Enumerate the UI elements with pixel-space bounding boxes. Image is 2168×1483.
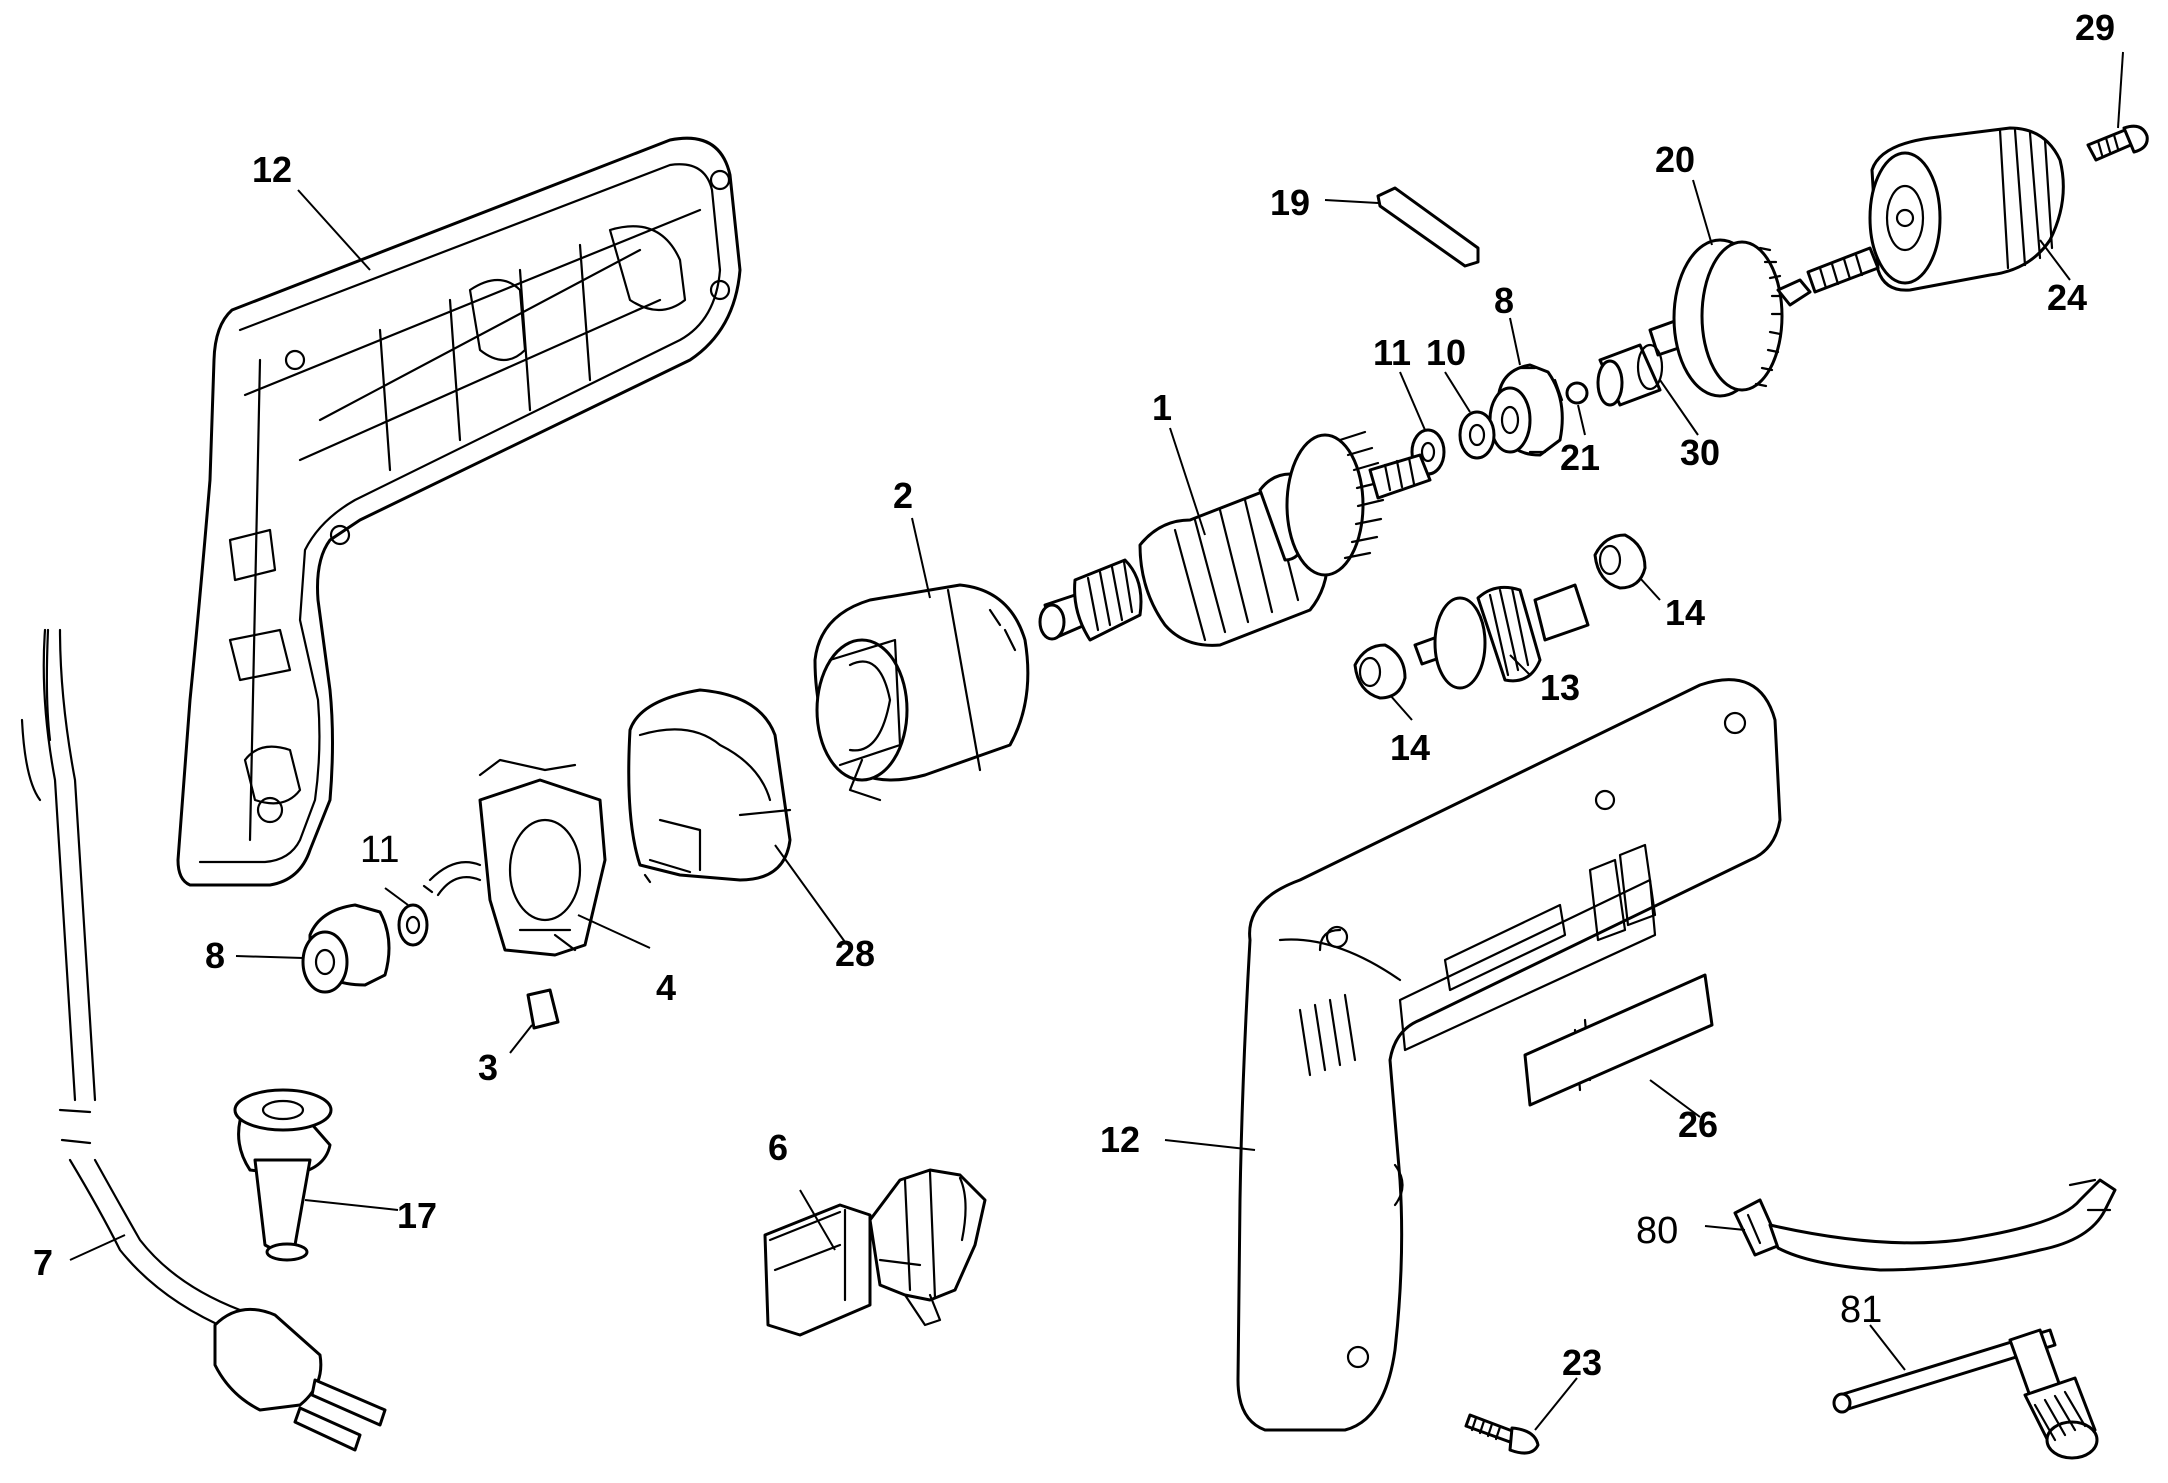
callout-labels: 29 12 19 20 24 8 11 10 1 21 30 2 14 13 1…: [33, 7, 2115, 1383]
bearing-top-part: [1488, 363, 1564, 457]
callout-81: 81: [1840, 1289, 1882, 1331]
carbon-brush-part: [526, 988, 560, 1030]
callout-28: 28: [835, 933, 875, 974]
callout-8-left: 8: [205, 935, 225, 976]
callout-1: 1: [1152, 387, 1172, 428]
callout-6: 6: [768, 1127, 788, 1168]
callout-26: 26: [1678, 1104, 1718, 1145]
spindle-gear-part: [1648, 238, 1880, 398]
callout-17: 17: [397, 1195, 437, 1236]
callout-11-left: 11: [360, 829, 399, 871]
key-holder-strap-part: [1733, 1178, 2117, 1272]
washer-left-part: [397, 903, 429, 947]
callout-20: 20: [1655, 139, 1695, 180]
drill-chuck-part: [1868, 126, 2065, 292]
callout-14-bottom: 14: [1390, 727, 1430, 768]
housing-half-right-part: [1236, 678, 1782, 1432]
bearing-right-part: [1593, 533, 1647, 590]
cord-protector-part: [233, 1088, 333, 1262]
callout-11-top: 11: [1373, 332, 1411, 373]
housing-screw-part: [1464, 1413, 1540, 1455]
bearing-bottom-part: [1353, 643, 1407, 700]
bearing-left-part: [301, 903, 391, 994]
callout-23: 23: [1562, 1342, 1602, 1383]
chuck-key-part: [1832, 1328, 2099, 1460]
callout-29: 29: [2075, 7, 2115, 48]
callout-21: 21: [1560, 437, 1600, 478]
callout-2: 2: [893, 475, 913, 516]
baffle-ring-part: [627, 688, 792, 884]
callout-3: 3: [478, 1047, 498, 1088]
brush-holder-part: [422, 758, 607, 957]
callout-14-right: 14: [1665, 592, 1705, 633]
steel-ball-part: [1565, 381, 1589, 405]
chuck-screw-part: [2086, 124, 2149, 162]
housing-half-left-part: [176, 136, 742, 887]
nameplate-strip-part: [1376, 186, 1480, 268]
callout-12-right: 12: [1100, 1119, 1140, 1160]
callout-19: 19: [1270, 182, 1310, 223]
trigger-switch-part: [763, 1168, 987, 1337]
armature-part: [1038, 430, 1432, 647]
power-cord-part: [20, 628, 387, 1452]
callout-30: 30: [1680, 432, 1720, 473]
intermediate-gear-part: [1413, 583, 1590, 690]
callout-24: 24: [2047, 277, 2087, 318]
callout-13: 13: [1540, 667, 1580, 708]
washer-top-part: [1458, 410, 1496, 460]
callout-4: 4: [656, 967, 676, 1008]
callout-12-top: 12: [252, 149, 292, 190]
callout-7: 7: [33, 1242, 53, 1283]
callout-80: 80: [1636, 1210, 1678, 1252]
label-plate-part: [1523, 973, 1714, 1107]
callout-8-top: 8: [1494, 280, 1514, 321]
spindle-bushing-part: [1596, 343, 1664, 407]
leader-lines: [69, 51, 2124, 1431]
callout-10: 10: [1426, 332, 1466, 373]
field-stator-part: [813, 583, 1030, 802]
